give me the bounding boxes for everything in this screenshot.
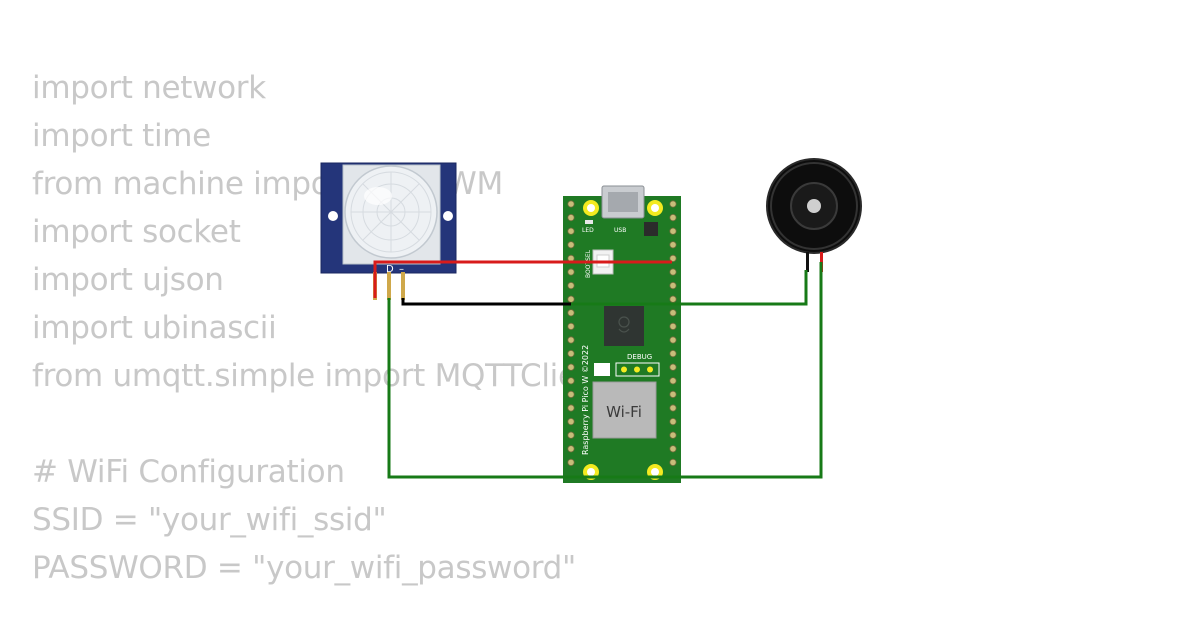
header-pin[interactable] [669, 336, 677, 344]
code-line: import time [32, 118, 211, 154]
header-pin[interactable] [567, 200, 575, 208]
code-line: import socket [32, 214, 241, 250]
pir-pin-gnd[interactable] [401, 272, 405, 300]
pir-pin-label-gnd: – [399, 264, 404, 275]
usb-label: USB [614, 227, 626, 234]
code-line: import network [32, 70, 266, 106]
header-pin[interactable] [567, 431, 575, 439]
bootsel-label: BOOTSEL [585, 249, 592, 278]
code-line: import ubinascii [32, 310, 277, 346]
header-pin[interactable] [669, 363, 677, 371]
mount-hole-icon [328, 211, 338, 221]
header-pin[interactable] [669, 241, 677, 249]
led-icon [585, 220, 593, 224]
rp2040-chip [604, 306, 644, 346]
debug-label: DEBUG [627, 353, 652, 361]
header-pin[interactable] [669, 322, 677, 330]
header-pin[interactable] [567, 336, 575, 344]
header-pin[interactable] [567, 281, 575, 290]
header-pin[interactable] [567, 445, 575, 453]
code-line: PASSWORD = "your_wifi_password" [32, 550, 577, 586]
header-pin[interactable] [669, 214, 677, 222]
wire-signal-pir[interactable] [387, 262, 823, 479]
wifi-module [592, 381, 657, 439]
header-pin[interactable] [567, 458, 575, 466]
code-line: SSID = "your_wifi_ssid" [32, 502, 387, 538]
header-pin[interactable] [567, 377, 575, 385]
buzzer-center-icon [807, 199, 821, 213]
header-pin[interactable] [669, 200, 677, 208]
pico-pin-headers[interactable] [567, 200, 677, 466]
wifi-label: Wi-Fi [606, 403, 642, 421]
chip-icon [644, 222, 658, 236]
led-label: LED [582, 227, 594, 234]
header-pin[interactable] [669, 431, 677, 439]
header-pin[interactable] [567, 227, 575, 235]
header-pin[interactable] [669, 295, 677, 303]
header-pin[interactable] [567, 295, 575, 303]
header-pin[interactable] [669, 445, 677, 453]
mount-hole-icon [443, 211, 453, 221]
header-pin[interactable] [669, 268, 677, 276]
header-pin[interactable] [669, 281, 677, 290]
wire-ground[interactable] [401, 298, 571, 306]
header-pin[interactable] [567, 417, 575, 426]
wire-signal-buzzer[interactable] [571, 270, 808, 306]
header-pin[interactable] [567, 322, 575, 330]
header-pin[interactable] [669, 390, 677, 398]
pir-sensor[interactable]: D – [320, 162, 457, 300]
header-pin[interactable] [669, 377, 677, 385]
header-pin[interactable] [567, 309, 575, 317]
buzzer-pin-neg[interactable] [806, 252, 809, 272]
debug-pad [594, 363, 610, 376]
header-pin[interactable] [567, 363, 575, 371]
header-pin[interactable] [567, 241, 575, 249]
raspberry-pi-pico-w[interactable]: LED USB BOOTSEL DEBUG Wi-Fi Raspberry Pi… [563, 185, 681, 483]
pir-pin-data[interactable] [387, 272, 391, 300]
header-pin[interactable] [567, 214, 575, 222]
header-pin[interactable] [669, 349, 677, 358]
buzzer[interactable] [766, 158, 862, 272]
wire-power[interactable] [373, 260, 672, 298]
header-pin[interactable] [567, 349, 575, 358]
header-pin[interactable] [669, 309, 677, 317]
header-pin[interactable] [669, 458, 677, 466]
header-pin[interactable] [669, 227, 677, 235]
header-pin[interactable] [669, 254, 677, 262]
code-line: import ujson [32, 262, 224, 298]
header-pin[interactable] [567, 404, 575, 412]
header-pin[interactable] [567, 268, 575, 276]
board-model-text: Raspberry Pi Pico W ©2022 [581, 345, 590, 455]
header-pin[interactable] [669, 417, 677, 426]
header-pin[interactable] [567, 390, 575, 398]
code-line: # WiFi Configuration [32, 454, 345, 490]
header-pin[interactable] [669, 404, 677, 412]
pir-pin-label-d: D [386, 264, 394, 275]
